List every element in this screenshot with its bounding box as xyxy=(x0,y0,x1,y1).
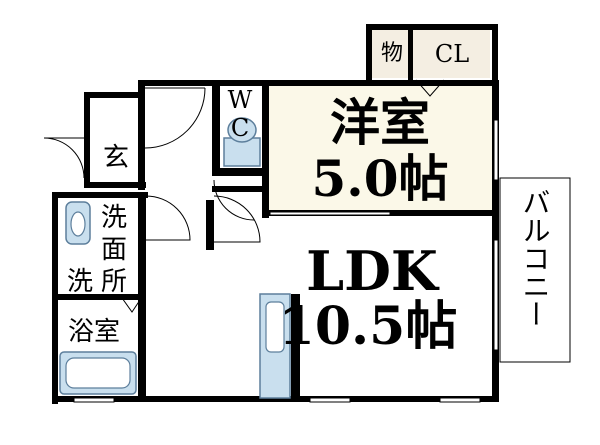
balcony-label: バルコニー xyxy=(519,188,552,328)
western-room-size: 5.0帖 xyxy=(312,149,449,208)
storage-floor xyxy=(372,28,490,78)
windows xyxy=(73,119,499,403)
ldk-floor xyxy=(145,210,497,400)
western-room-floor xyxy=(268,84,496,214)
washroom-label-1: 洗 xyxy=(101,203,127,233)
toilet-label-c: C xyxy=(231,114,249,142)
closet-label: CL xyxy=(435,40,469,68)
washbasin-fixture xyxy=(65,201,91,245)
ldk-name: LDK xyxy=(306,239,440,303)
western-room-name: 洋室 xyxy=(330,93,430,152)
doors xyxy=(43,79,445,313)
balcony-floor xyxy=(499,177,571,363)
washer-label: 洗 xyxy=(67,267,93,297)
bathtub-fixture xyxy=(59,351,137,395)
ldk-size: 10.5帖 xyxy=(279,296,458,357)
kitchen-counter xyxy=(259,293,291,399)
bathroom-label: 浴室 xyxy=(68,317,120,347)
storage-label: 物 xyxy=(381,41,403,66)
toilet-label-w: W xyxy=(228,86,253,114)
washroom-label-3: 所 xyxy=(101,267,127,297)
entrance-label: 玄 xyxy=(103,143,129,173)
toilet-fixture xyxy=(223,117,261,167)
washroom-label-2: 面 xyxy=(101,235,127,265)
